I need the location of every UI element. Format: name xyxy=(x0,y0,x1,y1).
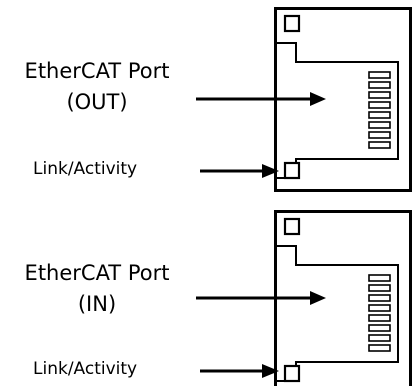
rj45-port-out xyxy=(274,7,412,192)
port-in-led-label: Link/Activity xyxy=(33,359,138,379)
arrow-led-out-head xyxy=(262,164,279,178)
led-top-out xyxy=(283,14,301,33)
port-in-name-line1: EtherCAT Port xyxy=(24,261,170,285)
arrow-led-in-head xyxy=(262,364,279,378)
port-out-led-label: Link/Activity xyxy=(33,159,138,179)
arrow-port-in-head xyxy=(310,291,326,305)
port-in-name-line2: (IN) xyxy=(77,292,117,316)
port-out-name-line1: EtherCAT Port xyxy=(24,59,170,83)
arrow-port-out-head xyxy=(310,92,326,106)
rj45-port-in xyxy=(274,210,412,386)
led-bottom-out xyxy=(283,161,301,180)
port-out-name-line2: (OUT) xyxy=(66,90,128,114)
led-bottom-in xyxy=(283,364,301,383)
led-top-in xyxy=(283,217,301,236)
